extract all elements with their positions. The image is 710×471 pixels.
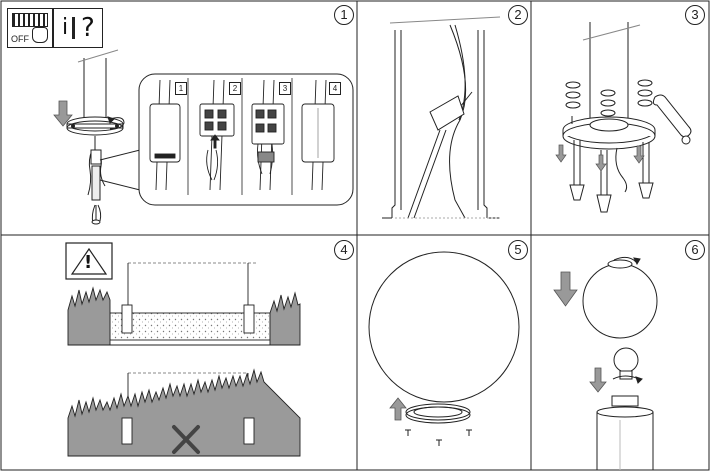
step-number-2: 2: [508, 5, 528, 25]
substep-number-1: 1: [175, 82, 187, 95]
step-number-1: 1: [334, 5, 354, 25]
arrow-up-icon: [389, 397, 407, 421]
arrow-down-icon: [553, 271, 607, 393]
step5-illustration: [368, 251, 520, 446]
step4-correct-illustration: [67, 262, 301, 346]
help-info-icon: i ?: [53, 8, 103, 48]
power-off-switch-icon: OFF: [7, 8, 53, 48]
cross-mark-icon: [172, 425, 200, 454]
wrench-icon: [652, 94, 692, 138]
inset-sub1-drawing: [149, 79, 181, 191]
step-number-5: 5: [508, 240, 528, 260]
step1-illustration: [66, 49, 141, 225]
anchor-bolts: [569, 140, 654, 213]
substep-number-4: 4: [329, 82, 341, 95]
hand-icon: [32, 27, 48, 43]
warning-triangle-icon: [65, 242, 113, 280]
detail-inset-frame: [138, 73, 354, 206]
arrow-down-icon: [555, 144, 645, 172]
substep-number-2: 2: [229, 82, 241, 95]
off-label: OFF: [11, 34, 29, 44]
tools-icon: [72, 17, 75, 39]
step6-illustration: [582, 256, 658, 470]
fuse-box-icon: [12, 13, 48, 27]
step-number-6: 6: [685, 240, 705, 260]
info-symbol: i: [62, 15, 69, 40]
step-number-4: 4: [334, 240, 354, 260]
screws: [405, 429, 472, 446]
step2-illustration: [382, 16, 501, 219]
inset-sub2-drawing: [199, 79, 235, 191]
substep-number-3: 3: [279, 82, 291, 95]
inset-sub3-drawing: [251, 79, 285, 191]
nut-stack-center: [600, 89, 616, 117]
step3-illustration: [562, 22, 692, 213]
arrow-down-icon: [53, 100, 73, 127]
question-symbol: ?: [81, 13, 95, 43]
inset-dividers: [187, 78, 293, 195]
inset-sub4-drawing: [301, 79, 335, 191]
step-number-3: 3: [685, 5, 705, 25]
nut-stack-left: [565, 81, 581, 124]
nut-stack-right: [637, 79, 653, 107]
warning-exclamation: !: [84, 252, 93, 273]
step4-wrong-illustration: [67, 368, 301, 457]
